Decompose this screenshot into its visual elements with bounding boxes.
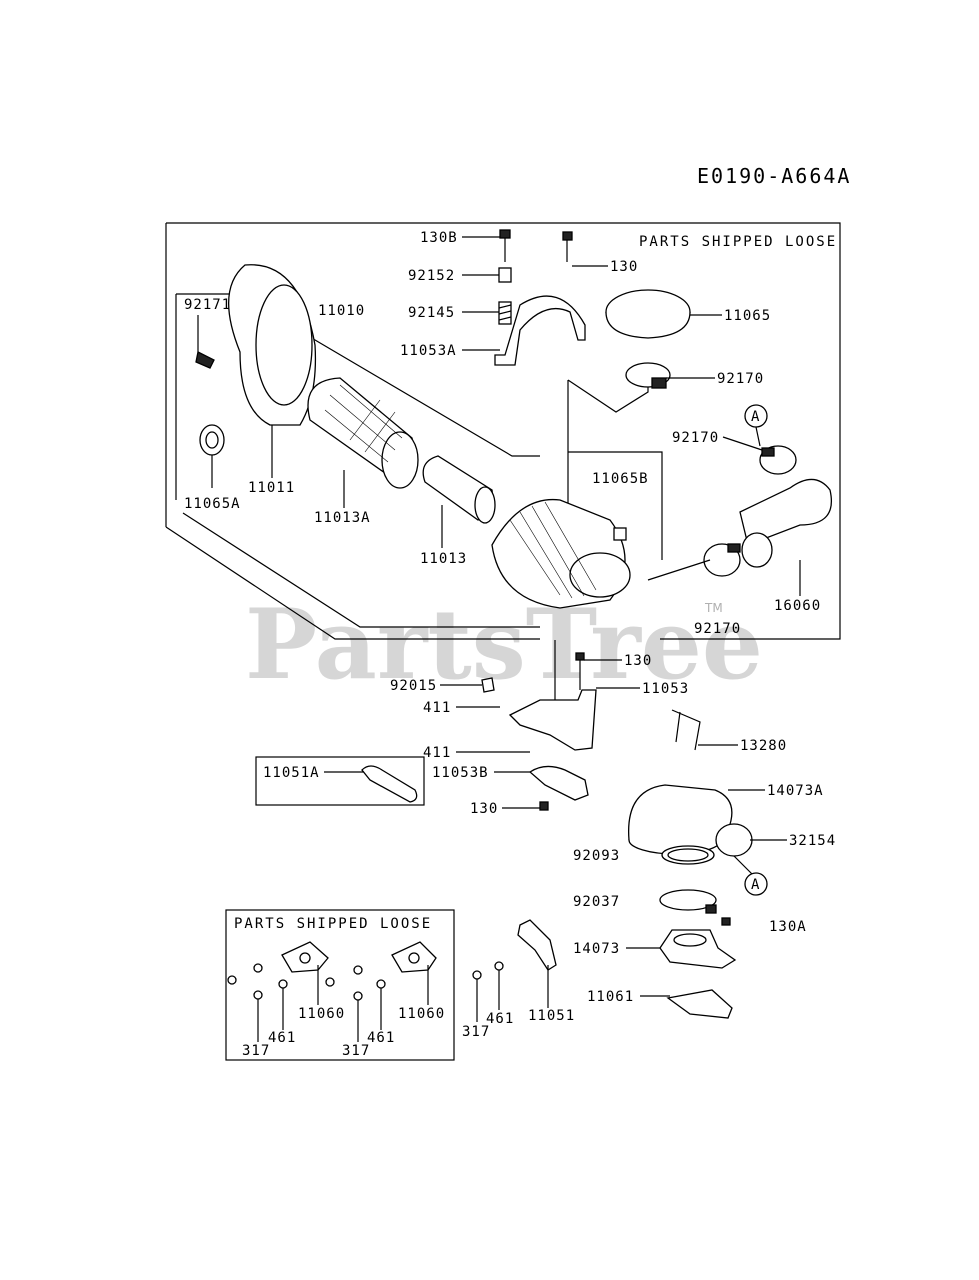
callout-92152: 92152 [408, 268, 455, 284]
flange-11060-a[interactable] [281, 941, 329, 973]
callout-92171: 92171 [184, 297, 231, 313]
callout-14073A: 14073A [767, 783, 824, 799]
main-loose-box-title: PARTS SHIPPED LOOSE [639, 234, 837, 250]
callout-92015: 92015 [390, 678, 437, 694]
flange-11060-b[interactable] [391, 941, 437, 973]
diagram-code: E0190-A664A [697, 164, 851, 188]
callout-461-c: 461 [486, 1011, 514, 1027]
bracket-13280[interactable] [671, 709, 701, 751]
bracket-11053[interactable] [508, 652, 597, 751]
callout-92170-a: 92170 [717, 371, 764, 387]
main-assembly-frame [165, 222, 841, 640]
callout-92145: 92145 [408, 305, 455, 321]
callout-317-a: 317 [242, 1043, 270, 1059]
callout-14073: 14073 [573, 941, 620, 957]
spring-92145[interactable] [498, 301, 512, 325]
clamp-92170-a[interactable] [625, 362, 671, 389]
callout-317-b: 317 [342, 1043, 370, 1059]
clamp-92170-b[interactable] [759, 445, 797, 475]
callout-11013A: 11013A [314, 510, 371, 526]
callout-13280: 13280 [740, 738, 787, 754]
leader-lines [197, 236, 801, 1042]
valve-11065A[interactable] [199, 424, 225, 456]
callout-461-b: 461 [367, 1030, 395, 1046]
element-11013[interactable] [422, 455, 496, 524]
callout-11051: 11051 [528, 1008, 575, 1024]
cap-11065[interactable] [605, 289, 691, 339]
callout-11013: 11013 [420, 551, 467, 567]
collar-92152[interactable] [498, 267, 512, 283]
callout-32154: 32154 [789, 833, 836, 849]
callout-92170-c: 92170 [694, 621, 741, 637]
callout-11053: 11053 [642, 681, 689, 697]
callout-11060-b: 11060 [398, 1006, 445, 1022]
callout-130-mid: 130 [624, 653, 652, 669]
callout-11065B: 11065B [592, 471, 649, 487]
marker-a-bottom [744, 872, 768, 896]
bolt-130-top[interactable] [562, 231, 573, 262]
bolt-130-low[interactable] [539, 801, 549, 811]
callout-130B: 130B [420, 230, 458, 246]
callout-92170-b: 92170 [672, 430, 719, 446]
callout-16060: 16060 [774, 598, 821, 614]
gasket-11061[interactable] [666, 989, 733, 1019]
callout-11011: 11011 [248, 480, 295, 496]
box-11051A [255, 756, 425, 806]
clip-92171[interactable] [195, 351, 215, 369]
lower-loose-box-title: PARTS SHIPPED LOOSE [234, 916, 432, 932]
nuts-washers-lower[interactable] [227, 961, 504, 1001]
callout-11065A: 11065A [184, 496, 241, 512]
plate-11051[interactable] [517, 919, 557, 971]
bolt-130B[interactable] [499, 229, 511, 262]
callout-130-top: 130 [610, 259, 638, 275]
trademark: TM [704, 601, 723, 615]
callout-11053B: 11053B [432, 765, 489, 781]
clamp-92037[interactable] [659, 889, 717, 914]
callout-130A: 130A [769, 919, 807, 935]
housing-11065B[interactable] [491, 498, 631, 609]
cover-14073A[interactable] [627, 784, 733, 855]
clip-92015[interactable] [481, 677, 495, 693]
callout-11053A: 11053A [400, 343, 457, 359]
bracket-11053B[interactable] [528, 765, 589, 801]
callout-92037: 92037 [573, 894, 620, 910]
box-lower-loose [225, 909, 455, 1061]
seal-32154[interactable] [715, 823, 753, 857]
callout-411-a: 411 [423, 700, 451, 716]
callout-11061: 11061 [587, 989, 634, 1005]
callout-11051A: 11051A [263, 765, 320, 781]
callout-a-bottom: A [751, 877, 760, 893]
callout-11065: 11065 [724, 308, 771, 324]
strap-11053A[interactable] [494, 295, 586, 366]
base-14073[interactable] [659, 917, 737, 969]
clamp-92170-c[interactable] [703, 543, 741, 577]
hose-16060[interactable] [739, 478, 832, 568]
callout-411-b: 411 [423, 745, 451, 761]
callout-11010: 11010 [318, 303, 365, 319]
plate-11051A[interactable] [361, 765, 418, 803]
element-11013A[interactable] [307, 377, 419, 489]
callout-11060-a: 11060 [298, 1006, 345, 1022]
watermark: PartsTree [245, 588, 763, 701]
callout-317-c: 317 [462, 1024, 490, 1040]
gasket-92093[interactable] [661, 845, 715, 865]
callout-92093: 92093 [573, 848, 620, 864]
callout-130-low: 130 [470, 801, 498, 817]
cover-11011[interactable] [228, 264, 317, 426]
callout-461-a: 461 [268, 1030, 296, 1046]
callout-a-top: A [751, 409, 760, 425]
